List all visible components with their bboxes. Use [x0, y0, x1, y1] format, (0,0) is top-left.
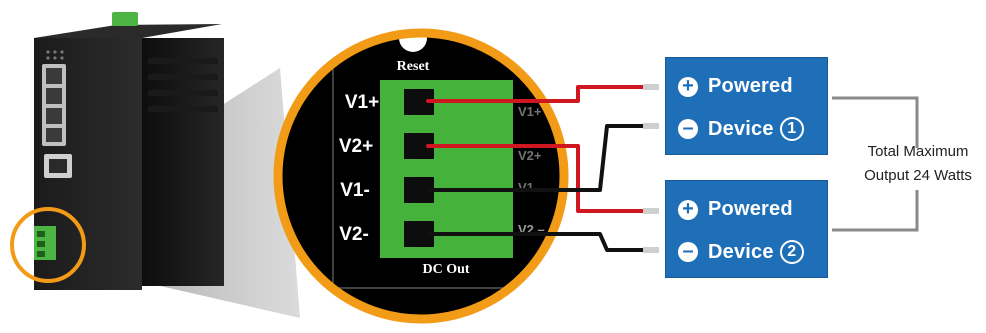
- faint-label-v2-plus: V2+: [518, 148, 542, 163]
- ethernet-ports: [42, 64, 66, 146]
- faint-label-v1-plus: V1+: [518, 104, 542, 119]
- plus-icon: +: [678, 76, 698, 97]
- green-terminal-block: [380, 80, 513, 258]
- zoom-view: Reset DC Out V1+ V2+ V1- V2- V1+ V2+ V1-…: [273, 28, 569, 324]
- pin-label-v2-plus: V2+: [339, 136, 373, 157]
- total-output-line-1: Total Maximum: [867, 143, 969, 160]
- reset-label: Reset: [397, 59, 430, 74]
- pin-label-v2-minus: V2-: [339, 224, 369, 245]
- led-indicators: [46, 50, 64, 60]
- device-2-powered-label: Powered: [708, 198, 793, 220]
- device-2-number-badge: 2: [779, 240, 804, 264]
- device-2-device-label: Device: [708, 240, 774, 263]
- reset-button: [399, 33, 427, 52]
- switch-top-face: [34, 24, 222, 38]
- wire-v1-minus: [426, 124, 647, 192]
- powered-device-2: + Powered – Device 2: [665, 180, 828, 278]
- wire-v2-minus: [426, 232, 647, 252]
- minus-icon: –: [678, 241, 698, 262]
- device-1-negative-row: – Device 1: [678, 117, 804, 141]
- mini-terminal-screws: [37, 231, 45, 257]
- zoom-ring: [273, 28, 569, 324]
- minus-icon: –: [678, 118, 698, 139]
- device-1-positive-row: + Powered: [678, 75, 793, 98]
- wire-ferrules: [643, 84, 659, 253]
- device-1-number-badge: 1: [779, 117, 804, 141]
- terminal-screws: [404, 89, 434, 247]
- switch-side-fins: [148, 58, 218, 112]
- device-2-positive-row: + Powered: [678, 198, 793, 221]
- device-1-device-label: Device: [708, 117, 774, 140]
- wire-v1-plus: [426, 85, 647, 103]
- pin-label-v1-minus: V1-: [340, 180, 370, 201]
- wire-v2-plus: [426, 144, 647, 213]
- device-2-negative-row: – Device 2: [678, 240, 804, 264]
- powered-device-1: + Powered – Device 1: [665, 57, 828, 155]
- terminal-highlight-ring: [10, 207, 86, 283]
- pin-label-v1-plus: V1+: [345, 92, 379, 113]
- faint-label-v1-minus: V1-: [518, 180, 538, 195]
- total-output-line-2: Output 24 Watts: [864, 167, 972, 184]
- plus-icon: +: [678, 199, 698, 220]
- total-bracket: [832, 96, 919, 148]
- top-power-connector: [112, 12, 138, 26]
- dc-out-label: DC Out: [422, 262, 469, 277]
- device-1-powered-label: Powered: [708, 75, 793, 97]
- console-port: [44, 154, 72, 178]
- total-bracket-lower: [832, 190, 919, 232]
- wires: [426, 85, 647, 252]
- industrial-switch: [10, 12, 224, 290]
